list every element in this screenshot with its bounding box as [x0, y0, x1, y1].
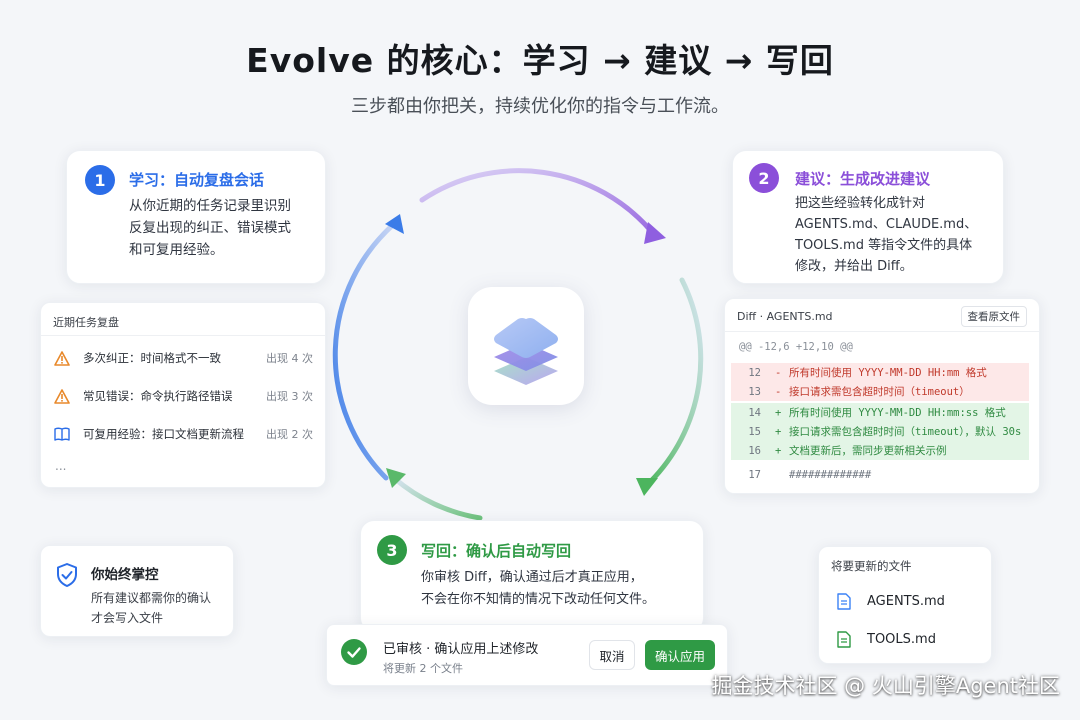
divider: [41, 335, 325, 336]
confirm-title: 已审核 · 确认应用上述修改: [383, 642, 539, 657]
diff-line-removed: 12-所有时间使用 YYYY-MM-DD HH:mm 格式: [731, 363, 1029, 382]
warning-icon: [53, 349, 71, 367]
confirm-subtitle: 将更新 2 个文件: [383, 662, 463, 675]
check-circle-icon: [341, 639, 367, 669]
diff-panel: Diff · AGENTS.md 查看原文件 @@ -12,6 +12,10 @…: [724, 298, 1040, 494]
step-number-badge: 2: [749, 163, 779, 193]
file-name: TOOLS.md: [867, 632, 936, 647]
more-indicator[interactable]: ...: [55, 459, 67, 473]
task-label: 多次纠正：时间格式不一致: [83, 351, 221, 365]
step-line: TOOLS.md 等指令文件的具体: [795, 238, 973, 253]
warning-icon: [53, 387, 71, 405]
step-line: 你审核 Diff，确认通过后才真正应用，: [421, 570, 643, 585]
divider: [725, 331, 1039, 332]
step-writeback-card: 3 写回：确认后自动写回 你审核 Diff，确认通过后才真正应用， 不会在你不知…: [360, 520, 704, 632]
diff-line-added: 14+所有时间使用 YYYY-MM-DD HH:mm:ss 格式: [731, 403, 1029, 422]
task-label: 常见错误：命令执行路径错误: [83, 389, 233, 403]
task-label: 可复用经验：接口文档更新流程: [83, 427, 244, 441]
recent-tasks-panel: 近期任务复盘 多次纠正：时间格式不一致 出现 4 次 常见错误：命令执行路径错误…: [40, 302, 326, 488]
step-number-badge: 1: [85, 165, 115, 195]
task-count: 出现 3 次: [266, 390, 313, 403]
document-icon: [837, 593, 851, 610]
layers-icon: [494, 318, 558, 385]
task-count: 出现 2 次: [266, 428, 313, 441]
control-line: 所有建议都需你的确认: [91, 591, 212, 605]
cycle-diagram: [332, 168, 704, 521]
task-item[interactable]: 多次纠正：时间格式不一致 出现 4 次: [53, 340, 313, 376]
page-title: Evolve 的核心：学习 → 建议 → 写回: [246, 41, 834, 80]
file-item[interactable]: AGENTS.md: [837, 593, 945, 610]
file-item[interactable]: TOOLS.md: [837, 631, 936, 648]
arrow-return: [386, 468, 406, 488]
diff-line-context: 17#############: [748, 468, 872, 481]
step-line: 修改，并给出 Diff。: [795, 259, 913, 274]
task-item[interactable]: 可复用经验：接口文档更新流程 出现 2 次: [53, 416, 313, 452]
step-line: 从你近期的任务记录里识别: [129, 198, 291, 214]
step-title: 建议：生成改进建议: [795, 170, 931, 188]
document-icon: [837, 631, 851, 648]
step-title: 学习：自动复盘会话: [129, 171, 265, 189]
diff-title: Diff · AGENTS.md: [737, 310, 833, 323]
arc-learn: [332, 221, 397, 481]
control-description: 所有建议都需你的确认 才会写入文件: [91, 588, 211, 628]
shield-icon: [55, 562, 79, 592]
step-title: 写回：确认后自动写回: [421, 542, 572, 560]
step-line: 不会在你不知情的情况下改动任何文件。: [421, 592, 656, 607]
files-title: 将要更新的文件: [831, 559, 912, 573]
task-item[interactable]: 常见错误：命令执行路径错误 出现 3 次: [53, 378, 313, 414]
step-description: 从你近期的任务记录里识别 反复出现的纠正、错误模式 和可复用经验。: [129, 195, 291, 261]
cancel-button[interactable]: 取消: [589, 640, 635, 670]
step-line: AGENTS.md、CLAUDE.md、: [795, 217, 978, 232]
center-logo-tile: [468, 287, 584, 405]
arrow-writeback: [636, 478, 658, 496]
confirm-bar: 已审核 · 确认应用上述修改 将更新 2 个文件 取消 确认应用: [326, 624, 728, 686]
step-line: 反复出现的纠正、错误模式: [129, 220, 291, 236]
watermark: 掘金技术社区 @ 火山引擎Agent社区: [711, 674, 1060, 698]
arrow-learn: [385, 214, 404, 234]
arc-return: [391, 475, 483, 521]
task-count: 出现 4 次: [266, 352, 313, 365]
panel-title: 近期任务复盘: [53, 316, 119, 329]
arc-suggest: [419, 168, 655, 235]
arc-writeback: [647, 277, 704, 485]
step-suggest-card: 2 建议：生成改进建议 把这些经验转化成针对 AGENTS.md、CLAUDE.…: [732, 150, 1004, 284]
arrow-suggest: [644, 222, 666, 244]
confirm-apply-button[interactable]: 确认应用: [645, 640, 715, 670]
step-learn-card: 1 学习：自动复盘会话 从你近期的任务记录里识别 反复出现的纠正、错误模式 和可…: [66, 150, 326, 284]
files-to-update-card: 将要更新的文件 AGENTS.md TOOLS.md: [818, 546, 992, 664]
control-line: 才会写入文件: [91, 611, 164, 625]
view-original-button[interactable]: 查看原文件: [960, 306, 1027, 327]
control-title: 你始终掌控: [91, 567, 159, 583]
book-icon: [53, 425, 71, 443]
diff-line-added: 16+文档更新后，需同步更新相关示例: [731, 441, 1029, 460]
file-name: AGENTS.md: [867, 594, 945, 609]
step-description: 把这些经验转化成针对 AGENTS.md、CLAUDE.md、 TOOLS.md…: [795, 193, 977, 277]
diff-line-added: 15+接口请求需包含超时时间（timeout），默认 30s: [731, 422, 1029, 441]
step-description: 你审核 Diff，确认通过后才真正应用， 不会在你不知情的情况下改动任何文件。: [421, 567, 655, 611]
step-line: 和可复用经验。: [129, 242, 224, 258]
control-card: 你始终掌控 所有建议都需你的确认 才会写入文件: [40, 545, 234, 637]
page-subtitle: 三步都由你把关，持续优化你的指令与工作流。: [351, 96, 729, 117]
diff-line-removed: 13-接口请求需包含超时时间（timeout）: [731, 382, 1029, 401]
step-line: 把这些经验转化成针对: [795, 196, 926, 211]
step-number-badge: 3: [377, 535, 407, 565]
diff-hunk-header: @@ -12,6 +12,10 @@: [739, 341, 853, 353]
